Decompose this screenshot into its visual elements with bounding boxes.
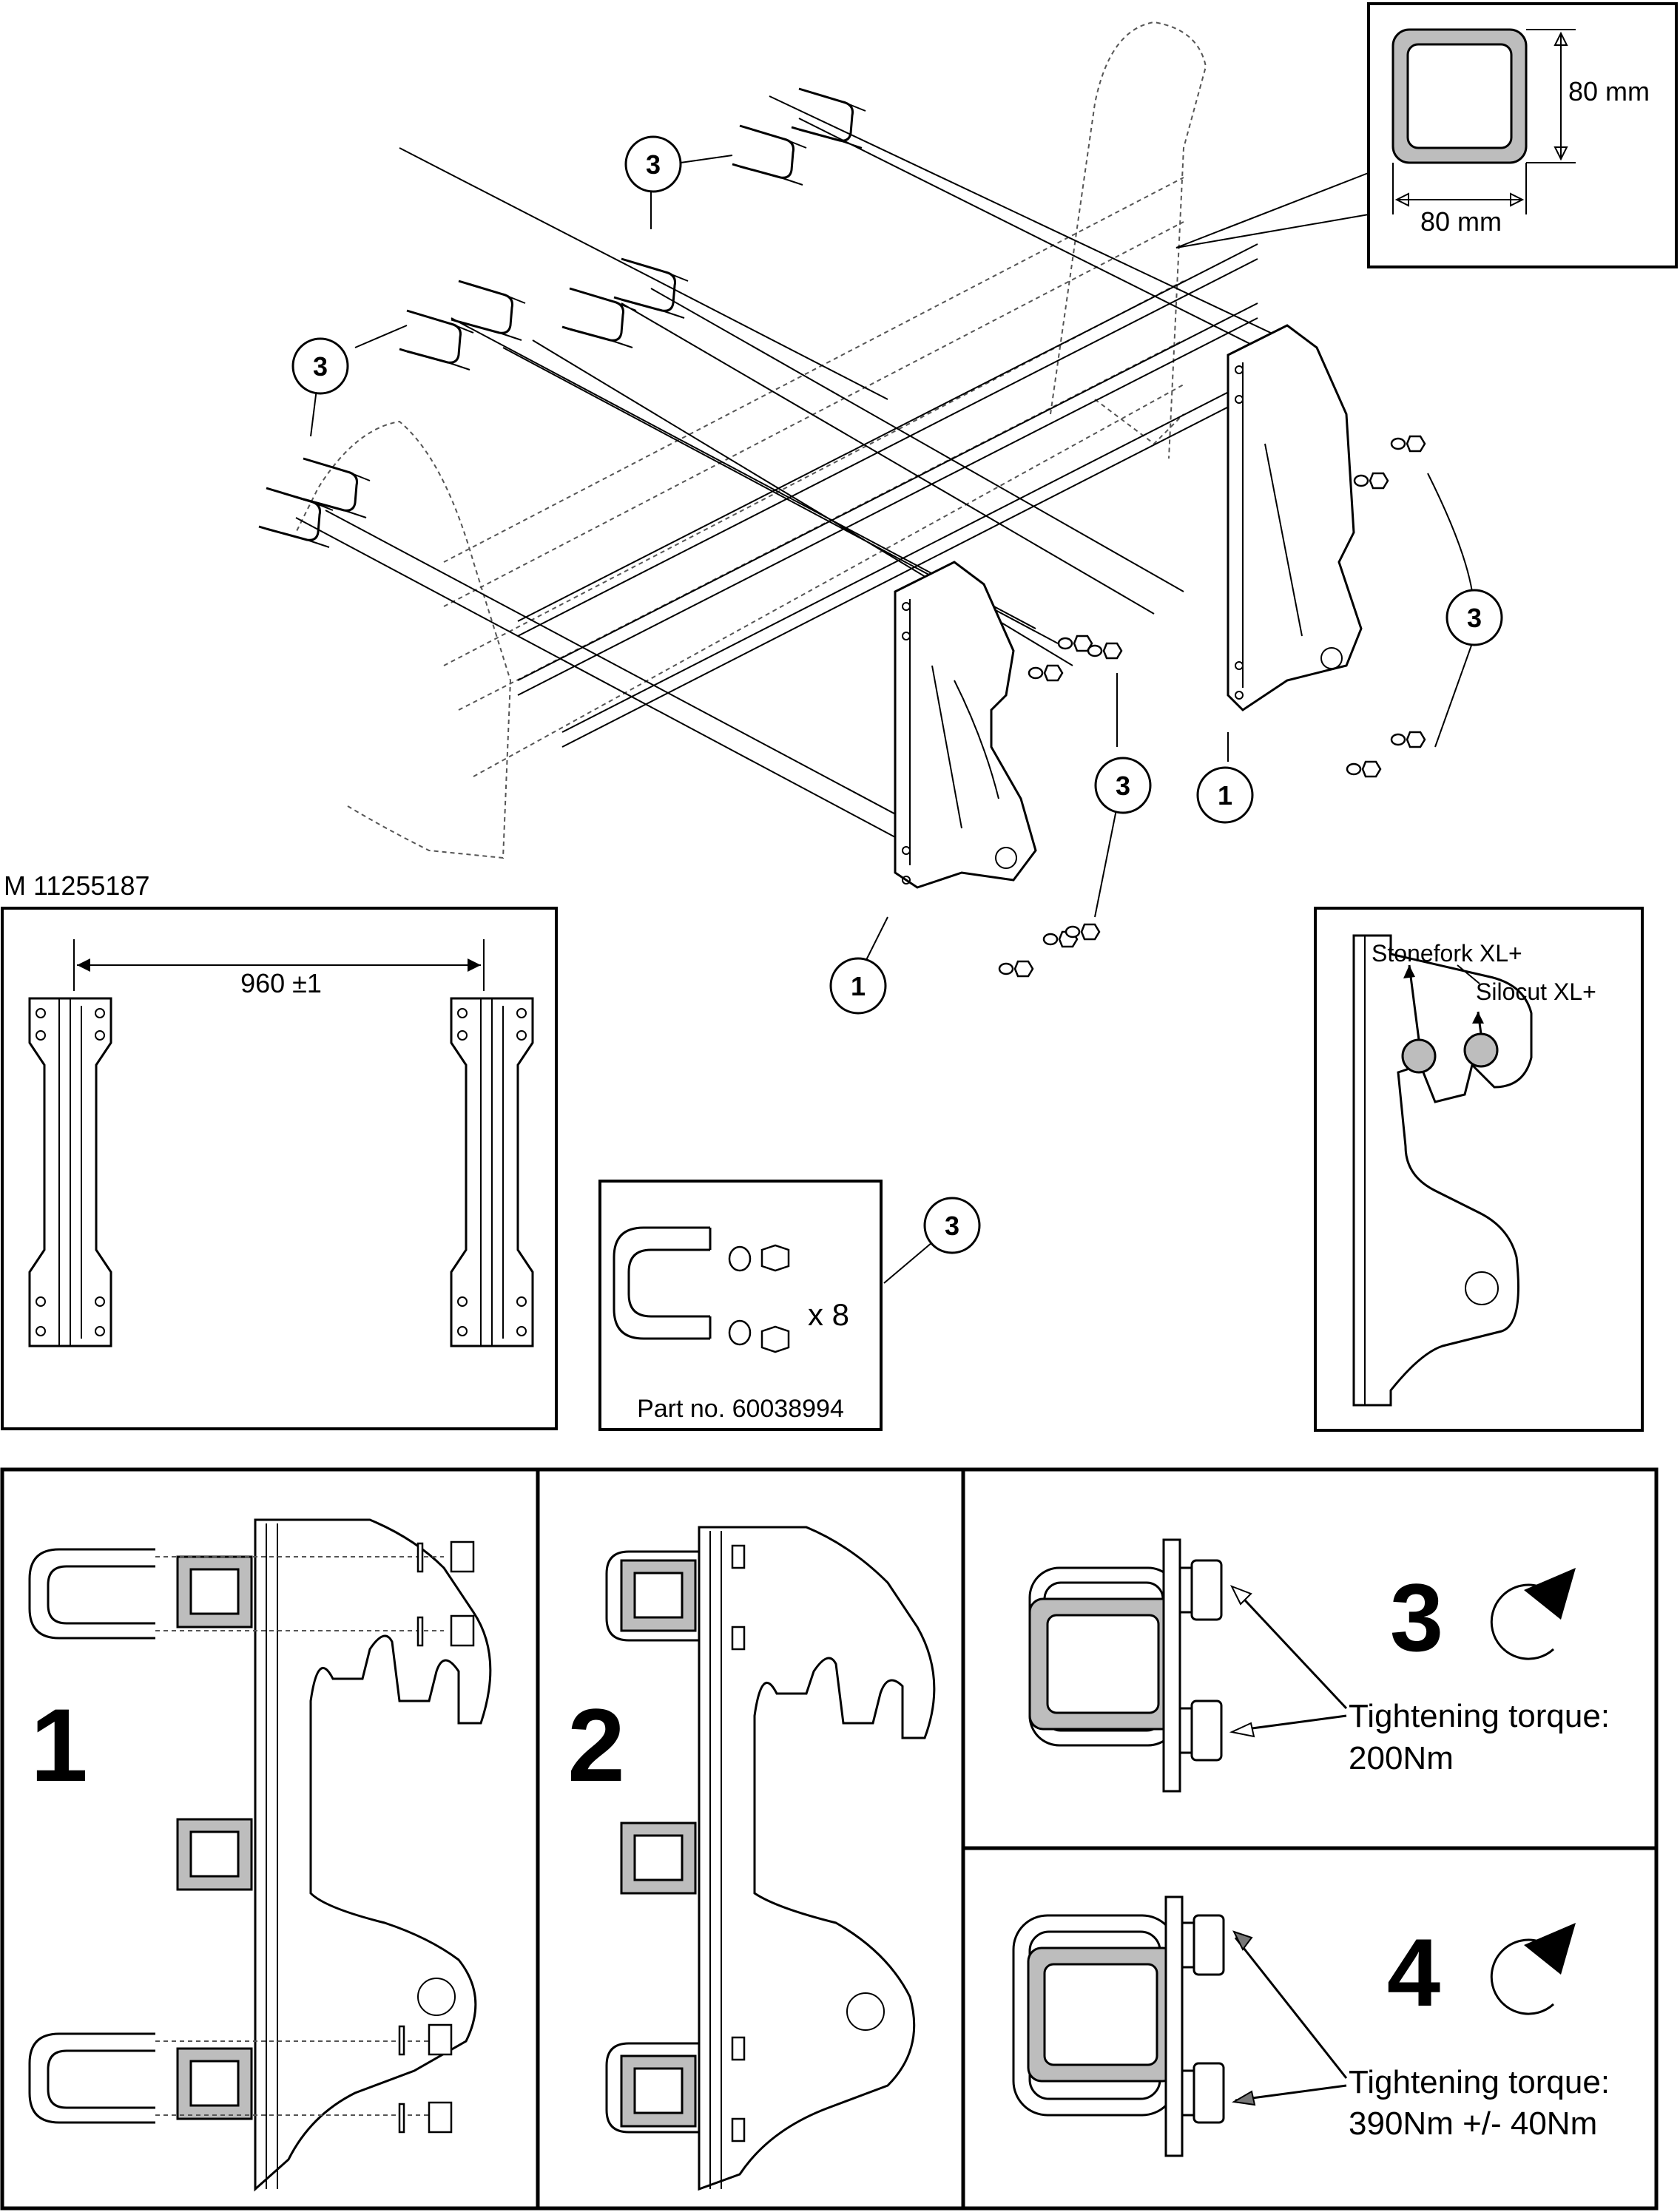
kit-quantity-label: x 8 [808,1297,849,1332]
spacing-detail: 960 ±1 [1,907,558,1430]
svg-text:3: 3 [1467,603,1482,633]
step-1-number: 1 [30,1687,88,1803]
svg-text:3: 3 [646,149,661,180]
hook-label-silocut: Silocut XL+ [1476,978,1596,1005]
step-3-torque-label: Tightening torque: [1349,1698,1610,1734]
callout-3-left: 3 [291,337,349,395]
step-2-panel: 2 [567,1526,936,2191]
step-1-panel: 1 [28,1518,492,2192]
kit-callout: 3 [945,1211,959,1241]
spacing-dimension-label: 960 ±1 [240,968,322,998]
kit-part-number: Part no. 60038994 [637,1395,844,1423]
callout-3-top: 3 [624,135,682,193]
tube-height-label: 80 mm [1568,76,1650,106]
bracket-rear [1227,324,1363,711]
tube-width-label: 80 mm [1420,206,1502,237]
bracket-front [894,561,1037,889]
step-4-torque-label: Tightening torque: [1349,2064,1610,2100]
callout-3-middle: 3 [1094,757,1152,814]
callout-1-front: 1 [829,957,887,1015]
drawing-number: M 11255187 [4,870,150,901]
step-2-number: 2 [567,1687,625,1803]
steps-grid [0,1467,1659,2211]
step-3-panel: 3 Tightening torque: 200Nm [1028,1538,1610,1793]
step-3-number: 3 [1390,1563,1443,1671]
tube-section-detail: 80 mm 80 mm [1175,2,1678,268]
exploded-view [257,21,1473,978]
hook-detail: Stonefork XL+ Silocut XL+ [1314,907,1644,1432]
step-3-torque-value: 200Nm [1349,1740,1454,1776]
callout-1-rear: 1 [1196,766,1254,824]
step-4-panel: 4 Tightening torque: 390Nm +/- 40Nm [1012,1895,1610,2157]
svg-text:3: 3 [1116,771,1130,801]
svg-text:1: 1 [1218,780,1232,811]
svg-text:3: 3 [313,351,328,382]
hook-label-stonefork: Stonefork XL+ [1372,940,1522,967]
step-4-number: 4 [1387,1918,1440,2026]
svg-text:1: 1 [851,971,866,1001]
kit-detail: x 8 Part no. 60038994 3 [598,1180,981,1431]
callout-3-right: 3 [1445,589,1503,646]
step-4-torque-value: 390Nm +/- 40Nm [1349,2106,1597,2142]
